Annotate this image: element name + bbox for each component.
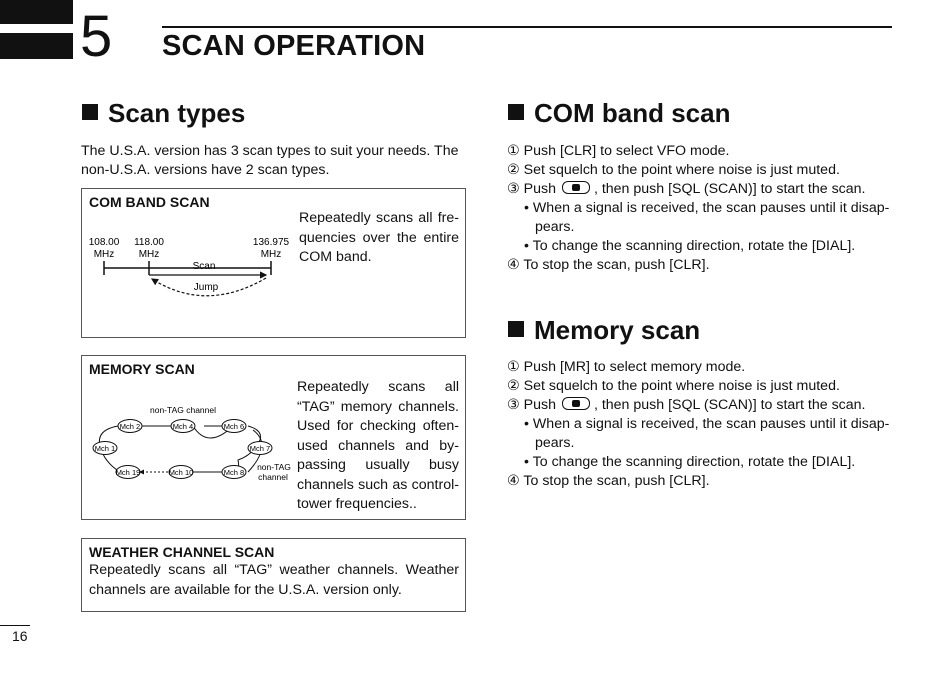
chapter-tab-bottom <box>0 33 73 59</box>
mem-step-4: ④ To stop the scan, push [CLR]. <box>507 473 710 489</box>
jump-label: Jump <box>194 282 219 293</box>
com-step-1: ① Push [CLR] to select VFO mode. <box>507 143 730 159</box>
scan-types-heading: Scan types <box>82 98 245 129</box>
svg-text:Mch 19: Mch 19 <box>116 468 141 477</box>
f-key-icon <box>561 397 590 410</box>
memory-scan-heading: Memory scan <box>508 315 700 346</box>
memory-scan-steps: ① Push [MR] to select memory mode. ② Set… <box>507 358 897 491</box>
com-bullet-1a: • When a signal is received, the scan pa… <box>524 200 890 216</box>
mem-bullet-2: • To change the scanning direction, rota… <box>524 454 856 470</box>
freq-118-unit: MHz <box>139 249 160 260</box>
svg-text:Mch 1: Mch 1 <box>95 444 115 453</box>
page-number-rule <box>0 625 30 626</box>
com-bullet-1b: pears. <box>535 219 575 235</box>
memory-box-text: Repeatedly scans all “TAG” memory channe… <box>297 379 459 512</box>
chapter-rule <box>162 26 892 28</box>
com-box-text: Repeatedly scans all fre- quencies over … <box>299 210 459 265</box>
mem-step-1: ① Push [MR] to select memory mode. <box>507 359 746 375</box>
chapter-title: SCAN OPERATION <box>162 30 426 62</box>
chapter-tab-top <box>0 0 73 24</box>
channel-mch19: Mch 19 <box>115 465 141 479</box>
com-step-4: ④ To stop the scan, push [CLR]. <box>507 257 710 273</box>
page-number: 16 <box>12 628 28 644</box>
channel-mch8: Mch 8 <box>221 465 247 479</box>
memory-box-title: MEMORY SCAN <box>89 361 195 377</box>
com-bullet-2: • To change the scanning direction, rota… <box>524 238 856 254</box>
svg-text:Mch 7: Mch 7 <box>250 444 270 453</box>
non-tag-top-label: non-TAG channel <box>150 405 216 415</box>
freq-136975-unit: MHz <box>261 249 282 260</box>
svg-text:Mch 6: Mch 6 <box>224 422 244 431</box>
square-bullet-icon <box>508 321 524 337</box>
channel-mch10: Mch 10 <box>168 465 194 479</box>
freq-108: 108.00 <box>89 237 120 248</box>
com-box-title: COM BAND SCAN <box>89 194 210 210</box>
com-band-scan-heading: COM band scan <box>508 98 730 129</box>
square-bullet-icon <box>508 104 524 120</box>
memory-scan-diagram: non-TAG channel Mch 2 Mch 4 Mch 6 Mch 1 … <box>92 405 291 482</box>
channel-mch7: Mch 7 <box>247 441 273 455</box>
com-band-diagram: 108.00 MHz 118.00 MHz 136.975 MHz Scan J… <box>89 237 290 297</box>
channel-mch4: Mch 4 <box>170 419 196 433</box>
mem-step-2: ② Set squelch to the point where noise i… <box>507 378 840 394</box>
freq-118: 118.00 <box>134 237 164 248</box>
channel-mch6: Mch 6 <box>221 419 247 433</box>
mem-step-3: ③ Push , then push [SQL (SCAN)] to start… <box>507 397 866 413</box>
memory-scan-box: MEMORY SCAN Repeatedly scans all “TAG” m… <box>81 355 466 520</box>
weather-box-title: WEATHER CHANNEL SCAN <box>89 544 275 560</box>
weather-box-text: Repeatedly scans all “TAG” weather chann… <box>89 562 459 598</box>
freq-108-unit: MHz <box>94 249 115 260</box>
com-step-3: ③ Push , then push [SQL (SCAN)] to start… <box>507 181 866 197</box>
weather-channel-scan-box: WEATHER CHANNEL SCAN Repeatedly scans al… <box>81 538 466 612</box>
chapter-number: 5 <box>80 4 113 69</box>
svg-text:Mch 2: Mch 2 <box>120 422 140 431</box>
svg-text:Mch 10: Mch 10 <box>169 468 194 477</box>
non-tag-side-label-2: channel <box>258 472 288 482</box>
channel-mch1: Mch 1 <box>92 441 118 455</box>
square-bullet-icon <box>82 104 98 120</box>
scan-types-intro: The U.S.A. version has 3 scan types to s… <box>81 143 459 178</box>
com-step-2: ② Set squelch to the point where noise i… <box>507 162 840 178</box>
scan-label: Scan <box>193 261 216 272</box>
f-key-icon <box>561 181 590 194</box>
jump-arc <box>150 277 267 297</box>
mem-bullet-1b: pears. <box>535 435 575 451</box>
freq-136975: 136.975 <box>253 237 290 248</box>
com-band-scan-steps: ① Push [CLR] to select VFO mode. ② Set s… <box>507 142 897 275</box>
mem-bullet-1a: • When a signal is received, the scan pa… <box>524 416 890 432</box>
svg-text:Mch 4: Mch 4 <box>173 422 193 431</box>
com-band-scan-box: COM BAND SCAN Repeatedly scans all fre- … <box>81 188 466 338</box>
svg-text:Mch 8: Mch 8 <box>224 468 244 477</box>
channel-mch2: Mch 2 <box>117 419 143 433</box>
non-tag-side-label-1: non-TAG <box>257 462 291 472</box>
